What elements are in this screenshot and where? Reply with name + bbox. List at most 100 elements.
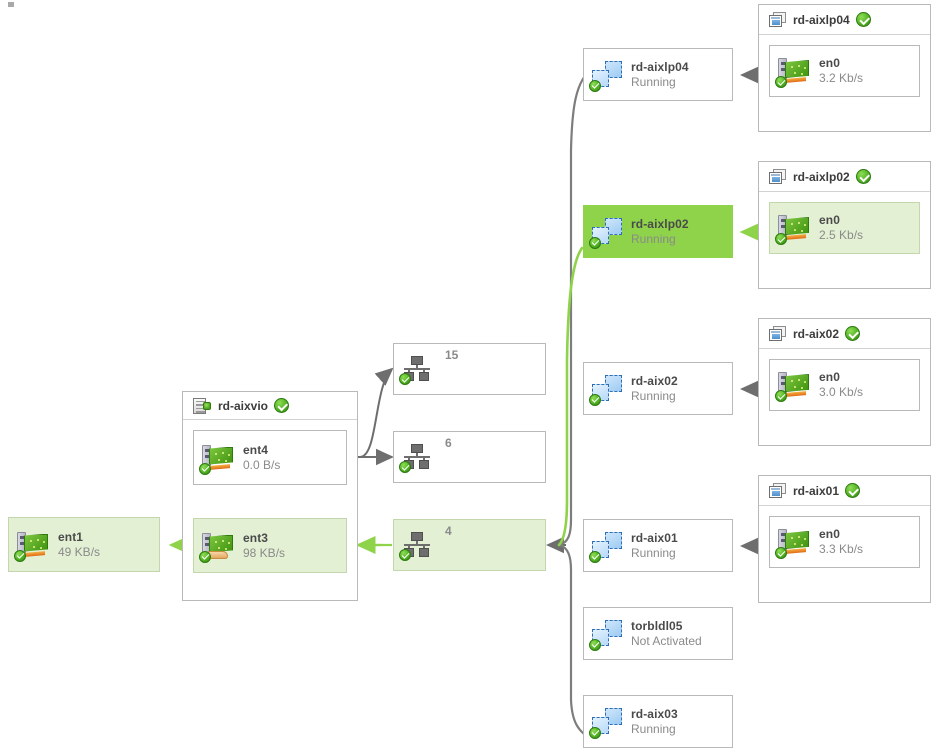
lpar-icon bbox=[589, 217, 622, 249]
lpar-state: Running bbox=[631, 545, 676, 560]
server-rack-icon bbox=[193, 397, 211, 414]
status-ok-icon bbox=[274, 398, 290, 413]
status-ok-icon bbox=[589, 726, 601, 739]
lpar-node-rd-aix01[interactable]: rd-aix01 Running bbox=[583, 519, 733, 572]
adapter-rate: 98 KB/s bbox=[243, 545, 286, 560]
status-ok-icon bbox=[855, 12, 871, 27]
server-title: rd-aix02 bbox=[793, 326, 840, 341]
vlan-icon bbox=[399, 356, 432, 385]
lpar-name: rd-aix01 bbox=[631, 530, 678, 545]
server-body: en0 3.0 Kb/s bbox=[759, 349, 930, 421]
adapter-node-en0[interactable]: en0 3.0 Kb/s bbox=[769, 359, 920, 411]
server-header[interactable]: rd-aixlp04 bbox=[759, 5, 930, 35]
server-header[interactable]: rd-aixlp02 bbox=[759, 162, 930, 192]
status-ok-icon bbox=[199, 462, 211, 475]
network-adapter-icon bbox=[775, 371, 810, 402]
adapter-rate: 49 KB/s bbox=[58, 544, 101, 559]
adapter-rate: 3.0 Kb/s bbox=[819, 385, 864, 399]
adapter-name: en0 bbox=[819, 370, 840, 384]
status-ok-icon bbox=[399, 549, 411, 561]
vlan-icon bbox=[399, 444, 432, 473]
status-ok-icon bbox=[589, 236, 601, 249]
status-ok-icon bbox=[589, 79, 601, 92]
server-panel-rd-aix02: rd-aix02 en0 3.0 Kb/s bbox=[758, 318, 931, 446]
status-ok-icon bbox=[845, 483, 861, 498]
corner-artifact bbox=[8, 2, 14, 7]
wire-ent4-to-vlan15 bbox=[359, 367, 394, 458]
vlan-id: 6 bbox=[445, 436, 452, 450]
adapter-rate: 3.2 Kb/s bbox=[819, 71, 864, 85]
vlan-id: 4 bbox=[445, 524, 452, 538]
network-adapter-icon bbox=[775, 57, 810, 88]
vios-header[interactable]: rd-aixvio bbox=[183, 392, 357, 420]
network-adapter-icon bbox=[14, 531, 49, 562]
lpar-node-rd-aix03[interactable]: rd-aix03 Running bbox=[583, 695, 733, 748]
lpar-icon bbox=[589, 531, 622, 563]
vios-title: rd-aixvio bbox=[218, 398, 269, 413]
lpar-node-rd-aixlp02[interactable]: rd-aixlp02 Running bbox=[583, 205, 733, 258]
lpar-name: rd-aixlp02 bbox=[631, 216, 689, 231]
adapter-node-ent4[interactable]: ent4 0.0 B/s bbox=[193, 430, 347, 485]
server-title: rd-aixlp04 bbox=[793, 12, 850, 27]
server-title: rd-aix01 bbox=[793, 483, 840, 498]
adapter-node-ent1[interactable]: ent1 49 KB/s bbox=[8, 517, 160, 572]
lpar-brace-selected bbox=[557, 246, 584, 547]
status-ok-icon bbox=[589, 393, 601, 406]
lpar-name: rd-aix03 bbox=[631, 706, 678, 721]
lpar-state: Not Activated bbox=[631, 633, 702, 648]
shared-network-adapter-icon bbox=[199, 532, 234, 563]
server-header[interactable]: rd-aix01 bbox=[759, 476, 930, 506]
server-header[interactable]: rd-aix02 bbox=[759, 319, 930, 349]
window-icon bbox=[769, 169, 786, 184]
adapter-node-en0[interactable]: en0 2.5 Kb/s bbox=[769, 202, 920, 254]
status-ok-icon bbox=[199, 550, 211, 563]
adapter-name: ent1 bbox=[58, 529, 84, 544]
lpar-node-rd-aix02[interactable]: rd-aix02 Running bbox=[583, 362, 733, 415]
adapter-node-en0[interactable]: en0 3.3 Kb/s bbox=[769, 516, 920, 568]
lpar-icon bbox=[589, 374, 622, 406]
lpar-icon bbox=[589, 707, 622, 739]
server-body: en0 3.2 Kb/s bbox=[759, 35, 930, 107]
lpar-node-torbldl05[interactable]: torbldl05 Not Activated bbox=[583, 607, 733, 660]
adapter-name: ent4 bbox=[243, 442, 269, 457]
status-ok-icon bbox=[845, 326, 861, 341]
server-panel-rd-aix01: rd-aix01 en0 3.3 Kb/s bbox=[758, 475, 931, 603]
network-adapter-icon bbox=[199, 444, 234, 475]
status-ok-icon bbox=[775, 76, 787, 88]
lpar-state: Running bbox=[631, 721, 676, 736]
status-ok-icon bbox=[775, 547, 787, 559]
vlan-icon bbox=[399, 532, 432, 561]
adapter-rate: 0.0 B/s bbox=[243, 457, 281, 472]
status-ok-icon bbox=[14, 549, 26, 562]
vlan-node-6[interactable]: 6 bbox=[393, 431, 546, 483]
adapter-name: ent3 bbox=[243, 530, 269, 545]
vlan-node-4[interactable]: 4 bbox=[393, 519, 546, 571]
lpar-node-rd-aixlp04[interactable]: rd-aixlp04 Running bbox=[583, 48, 733, 101]
lpar-state: Running bbox=[631, 231, 676, 246]
server-panel-rd-aixlp04: rd-aixlp04 en0 3.2 Kb/s bbox=[758, 4, 931, 132]
lpar-icon bbox=[589, 60, 622, 92]
window-icon bbox=[769, 12, 786, 27]
adapter-node-en0[interactable]: en0 3.2 Kb/s bbox=[769, 45, 920, 97]
lpar-name: rd-aix02 bbox=[631, 373, 678, 388]
server-title: rd-aixlp02 bbox=[793, 169, 850, 184]
adapter-rate: 3.3 Kb/s bbox=[819, 542, 864, 556]
adapter-node-ent3[interactable]: ent3 98 KB/s bbox=[193, 518, 347, 573]
network-adapter-icon bbox=[775, 528, 810, 559]
status-ok-icon bbox=[399, 461, 411, 473]
window-icon bbox=[769, 326, 786, 341]
server-body: en0 2.5 Kb/s bbox=[759, 192, 930, 264]
lpar-name: rd-aixlp04 bbox=[631, 59, 689, 74]
status-ok-icon bbox=[775, 390, 787, 402]
vlan-node-15[interactable]: 15 bbox=[393, 343, 546, 395]
status-ok-icon bbox=[589, 638, 601, 651]
window-icon bbox=[769, 483, 786, 498]
lpar-state: Running bbox=[631, 74, 676, 89]
lpar-icon bbox=[589, 619, 622, 651]
lpar-name: torbldl05 bbox=[631, 618, 683, 633]
lpar-state: Running bbox=[631, 388, 676, 403]
status-ok-icon bbox=[775, 233, 787, 245]
network-adapter-icon bbox=[775, 214, 810, 245]
server-panel-rd-aixlp02: rd-aixlp02 en0 2.5 Kb/s bbox=[758, 161, 931, 289]
